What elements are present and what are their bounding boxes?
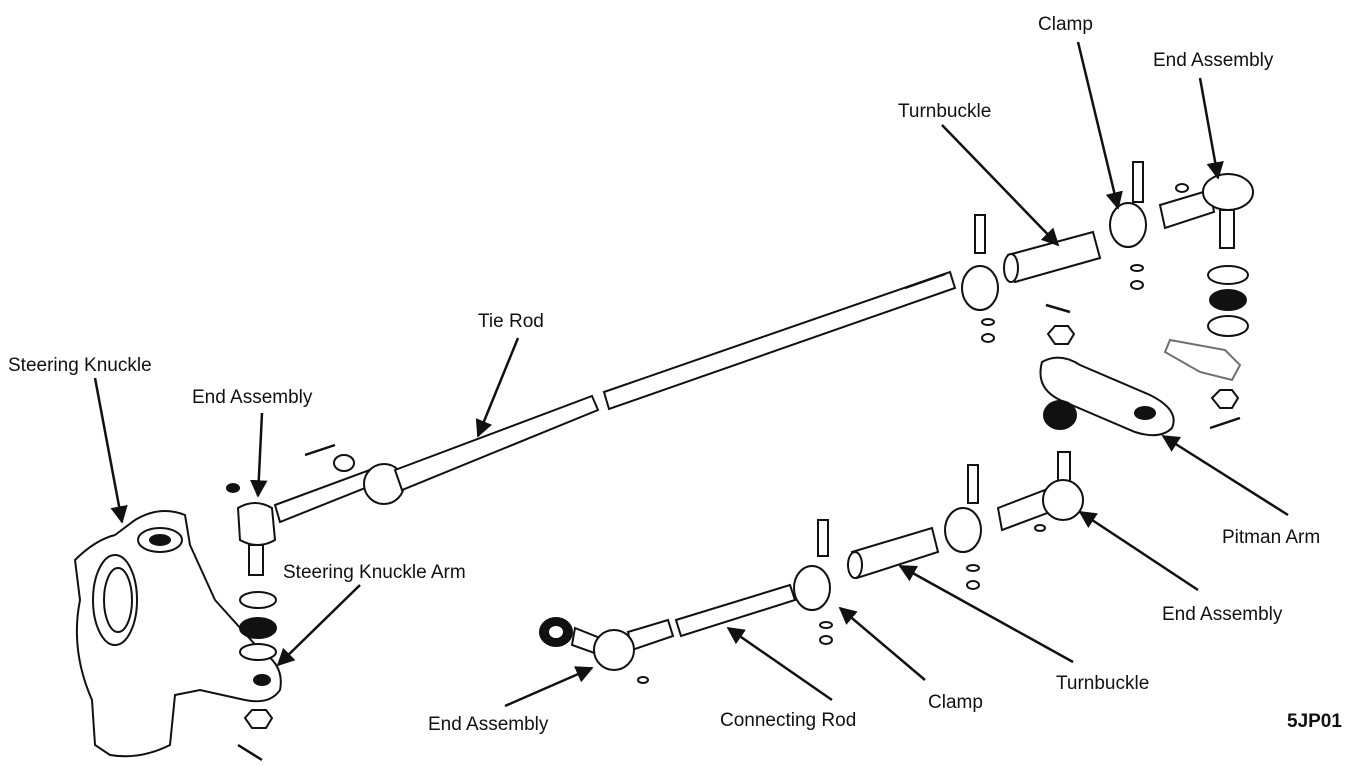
label-tie-rod: Tie Rod: [478, 311, 544, 332]
steering-knuckle-part: [73, 510, 282, 758]
end-assembly-left-part: [226, 443, 355, 576]
label-end-assembly-right: End Assembly: [1162, 604, 1283, 625]
label-steering-knuckle: Steering Knuckle: [8, 355, 152, 376]
turnbuckle-bottom-part: [793, 519, 940, 645]
label-turnbuckle-bottom: Turnbuckle: [1056, 673, 1149, 694]
end-assembly-right-part: [944, 451, 1084, 590]
pitman-arm-part: [1039, 356, 1175, 437]
label-connecting-rod: Connecting Rod: [720, 710, 856, 731]
figure-code: 5JP01: [1287, 711, 1342, 732]
knuckle-hardware: [237, 591, 277, 762]
end-assembly-bottom-part: [539, 617, 649, 684]
label-steering-knuckle-arm: Steering Knuckle Arm: [283, 562, 466, 583]
label-end-assembly-top-right: End Assembly: [1153, 50, 1274, 71]
label-end-assembly-left: End Assembly: [192, 387, 313, 408]
label-turnbuckle-top: Turnbuckle: [898, 101, 991, 122]
label-pitman-arm: Pitman Arm: [1222, 527, 1320, 548]
end-assembly-top-right-part: [1045, 173, 1254, 430]
leader-lines: [93, 41, 1289, 708]
label-clamp-top: Clamp: [1038, 14, 1093, 35]
turnbuckle-top-part: [961, 161, 1147, 343]
connecting-rod-part: [626, 583, 797, 652]
label-clamp-bottom: Clamp: [928, 692, 983, 713]
tie-rod-part: [273, 270, 957, 524]
label-end-assembly-bottom: End Assembly: [428, 714, 549, 735]
